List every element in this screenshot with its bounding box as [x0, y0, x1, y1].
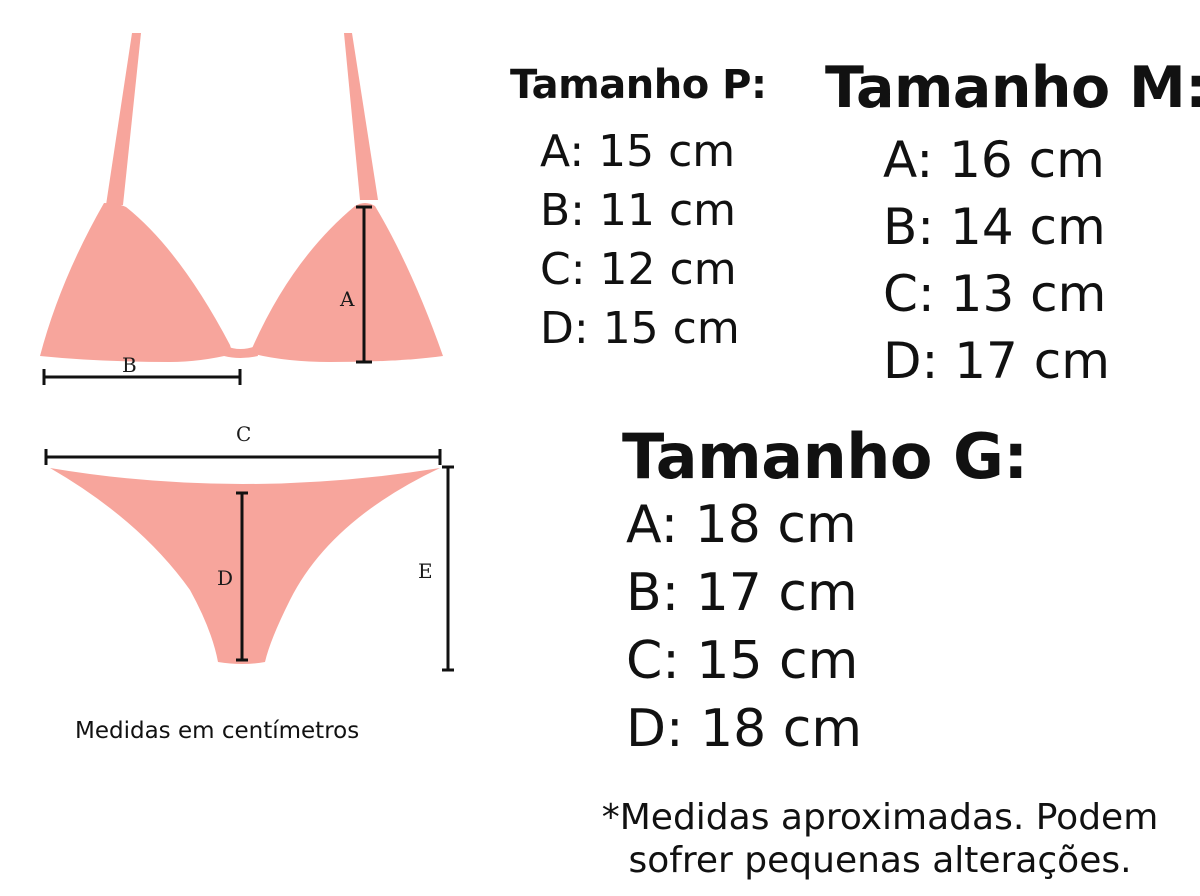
size-p-block: Tamanho P: A: 15 cm B: 11 cm C: 12 cm D:… — [510, 62, 767, 366]
left-cup — [40, 203, 233, 362]
measure-c: C — [44, 422, 442, 465]
measure-b: B — [42, 353, 242, 385]
measure-d: D — [217, 491, 248, 662]
size-g-measure-d: D: 18 cm — [626, 699, 863, 759]
size-m-measure-a: A: 16 cm — [883, 131, 1105, 189]
garment-diagram: B A C D E — [40, 33, 454, 672]
label-a: A — [339, 287, 355, 311]
size-p-measurements: A: 15 cm B: 11 cm C: 12 cm D: 15 cm — [540, 130, 766, 366]
bottom-panel — [50, 468, 440, 664]
size-m-measure-c: C: 13 cm — [883, 265, 1107, 323]
label-b: B — [122, 353, 137, 377]
size-g-block: Tamanho G: A: 18 cm B: 17 cm C: 15 cm D:… — [622, 420, 1028, 771]
label-c: C — [236, 422, 251, 446]
disclaimer-line-2: sofrer pequenas alterações. — [628, 840, 1132, 882]
size-m-block: Tamanho M: A: 16 cm B: 14 cm C: 13 cm D:… — [825, 55, 1200, 403]
measure-e: E — [418, 465, 454, 672]
center-gore — [224, 346, 258, 358]
label-d: D — [217, 566, 233, 590]
disclaimer-line-1: *Medidas aproximadas. Podem — [601, 797, 1159, 838]
right-cup — [250, 203, 443, 362]
size-p-measure-c: C: 12 cm — [540, 244, 737, 295]
size-m-title: Tamanho M: — [825, 55, 1200, 121]
size-p-measure-b: B: 11 cm — [540, 185, 737, 236]
size-p-measure-d: D: 15 cm — [540, 303, 740, 354]
size-g-measure-c: C: 15 cm — [626, 631, 859, 691]
size-g-measure-a: A: 18 cm — [626, 495, 857, 555]
left-strap — [106, 33, 141, 205]
size-g-title: Tamanho G: — [622, 420, 1028, 493]
bikini-bottom — [50, 468, 440, 664]
label-e: E — [418, 559, 433, 583]
right-strap — [344, 33, 378, 200]
bikini-top — [40, 33, 443, 362]
size-g-measure-b: B: 17 cm — [626, 563, 858, 623]
size-p-measure-a: A: 15 cm — [540, 126, 736, 177]
measure-a: A — [339, 205, 372, 364]
units-caption: Medidas em centímetros — [75, 718, 360, 744]
disclaimer: *Medidas aproximadas. Podem sofrer peque… — [560, 796, 1200, 882]
size-m-measure-b: B: 14 cm — [883, 198, 1106, 256]
size-m-measurements: A: 16 cm B: 14 cm C: 13 cm D: 17 cm — [883, 135, 1200, 403]
size-m-measure-d: D: 17 cm — [883, 332, 1110, 390]
size-g-measurements: A: 18 cm B: 17 cm C: 15 cm D: 18 cm — [626, 499, 1028, 771]
size-p-title: Tamanho P: — [510, 62, 767, 108]
